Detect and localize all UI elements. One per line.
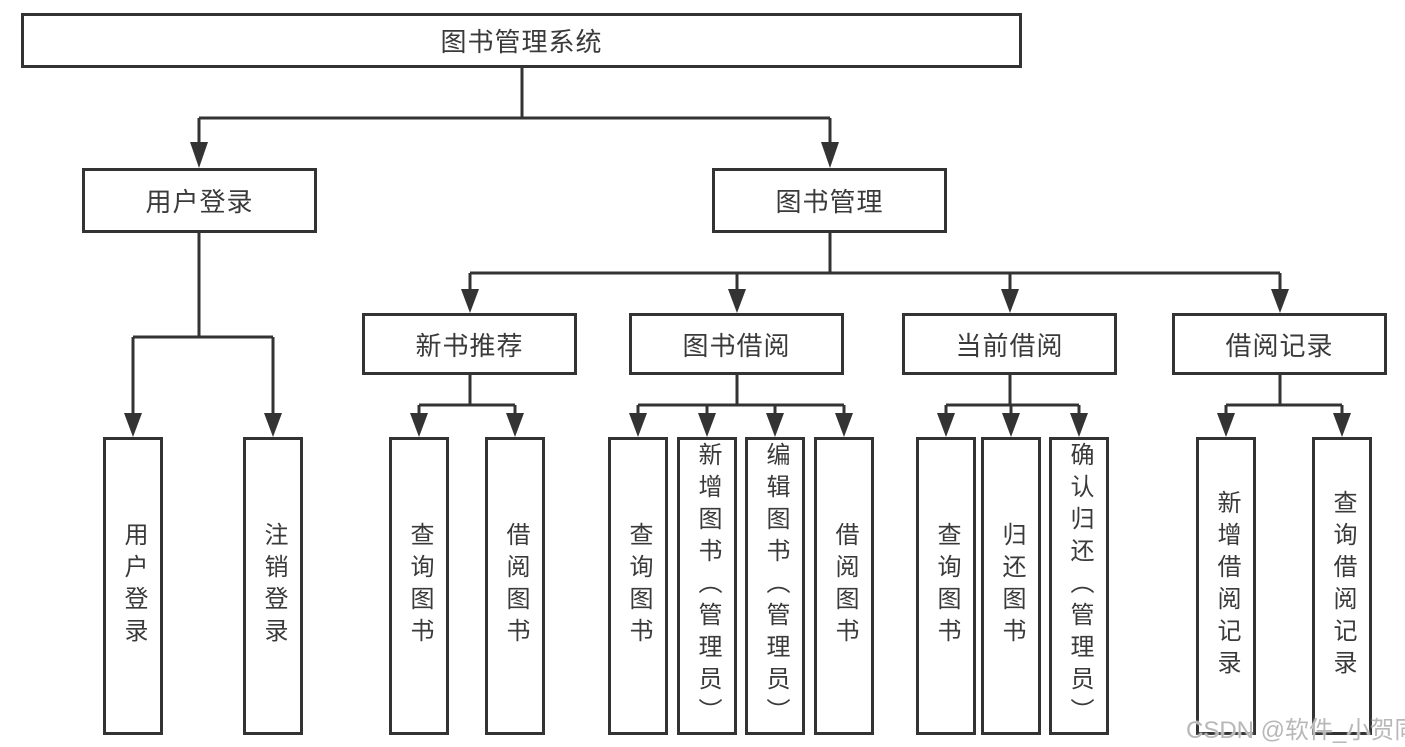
leaf-box-borrow-books: 借阅图书	[814, 437, 874, 735]
module-box-book-borrowing: 图书借阅	[629, 313, 844, 375]
arrowhead	[264, 413, 282, 437]
leaf-box-confirm-return-admin: 确认归还（管理员）	[1049, 437, 1109, 735]
connector-recommend-to-leaves	[410, 375, 524, 437]
root-box-library-management-system: 图书管理系统	[21, 13, 1022, 68]
module-box-new-book-recommend: 新书推荐	[362, 313, 577, 375]
module-box-current-borrowing: 当前借阅	[902, 313, 1117, 375]
leaf-box-return-books: 归还图书	[981, 437, 1041, 735]
branch-box-book-management: 图书管理	[712, 168, 947, 233]
leaf-box-add-borrow-record: 新增借阅记录	[1196, 437, 1256, 735]
leaf-box-borrow-books-recommend: 借阅图书	[485, 437, 545, 735]
branch-box-user-login: 用户登录	[82, 168, 317, 233]
arrowhead	[728, 289, 746, 313]
connector-bookmgmt-to-level3	[461, 233, 1289, 313]
arrowhead	[937, 413, 955, 437]
arrowhead	[1217, 413, 1235, 437]
arrowhead	[835, 413, 853, 437]
module-box-borrowing-records: 借阅记录	[1172, 313, 1387, 375]
leaf-box-edit-books-admin: 编辑图书（管理员）	[745, 437, 805, 735]
leaf-box-query-books-current: 查询图书	[916, 437, 976, 735]
leaf-box-query-books-recommend: 查询图书	[389, 437, 449, 735]
connector-current-to-leaves	[937, 375, 1088, 437]
arrowhead	[1070, 413, 1088, 437]
leaf-box-logout: 注销登录	[243, 437, 303, 735]
connector-root-to-level2	[190, 66, 839, 168]
arrowhead	[506, 413, 524, 437]
leaf-box-user-login: 用户登录	[103, 437, 163, 735]
arrowhead	[1333, 413, 1351, 437]
arrowhead	[629, 413, 647, 437]
csdn-watermark: CSDN @软件_小贺同学	[1186, 717, 1405, 744]
leaf-box-add-books-admin: 新增图书（管理员）	[677, 437, 737, 735]
arrowhead	[410, 413, 428, 437]
arrowhead	[190, 142, 208, 168]
arrowhead	[1002, 413, 1020, 437]
leaf-box-query-books-borrowing: 查询图书	[608, 437, 668, 735]
leaf-box-query-borrow-record: 查询借阅记录	[1312, 437, 1372, 735]
arrowhead	[821, 142, 839, 168]
arrowhead	[766, 413, 784, 437]
connector-borrowing-to-leaves	[629, 375, 853, 437]
connector-records-to-leaves	[1217, 375, 1351, 437]
connector-userlogin-to-leaves	[124, 233, 282, 437]
arrowhead	[698, 413, 716, 437]
arrowhead	[124, 413, 142, 437]
arrowhead	[1271, 289, 1289, 313]
arrowhead	[1001, 289, 1019, 313]
arrowhead	[461, 289, 479, 313]
